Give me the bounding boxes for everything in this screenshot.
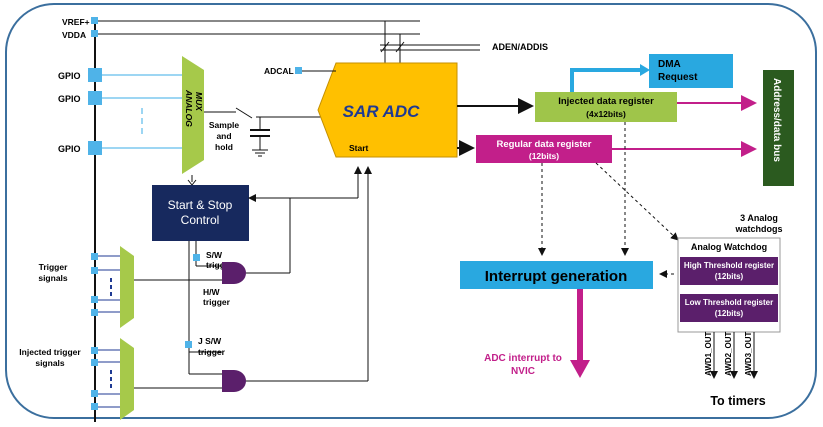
outer-border: [5, 3, 817, 419]
sar-adc-title: SAR ADC: [343, 102, 421, 121]
address-data-bus: [763, 70, 794, 186]
dma-request-box: [649, 54, 733, 88]
vdda-pin: [91, 30, 98, 37]
interrupt-generation-box: [460, 261, 653, 289]
awd3-out-label: AWD3_OUT: [744, 331, 753, 376]
gpio-pin-2: [88, 91, 102, 105]
regular-data-register-sub: (12bits): [529, 151, 559, 161]
awd1-out-label: AWD1_OUT: [704, 331, 713, 376]
trigger-mux: [120, 246, 134, 328]
adcal-label: ADCAL: [264, 66, 294, 76]
gpio-pin-3: [88, 141, 102, 155]
sar-start-label: Start: [349, 143, 369, 153]
high-threshold-register: [680, 257, 778, 285]
regular-data-register: [476, 135, 612, 163]
gpio-label-1: GPIO: [58, 71, 81, 81]
vref-label: VREF+: [62, 17, 90, 27]
gpio-label-2: GPIO: [58, 94, 81, 104]
awd-outputs: AWD1_OUT AWD2_OUT AWD3_OUT: [704, 331, 758, 379]
aden-label: ADEN/ADDIS: [492, 42, 548, 52]
adcal-pin: [295, 67, 302, 74]
jsw-trigger-pin: [185, 341, 192, 348]
gpio-label-3: GPIO: [58, 144, 81, 154]
analog-mux: [182, 56, 204, 174]
adc-interrupt-arrow: [570, 360, 590, 378]
sw-and-gate: [222, 262, 246, 284]
sar-adc-block: [317, 62, 458, 158]
low-threshold-label: Low Threshold register(12bits): [685, 298, 773, 318]
gpio-group: GPIO GPIO GPIO: [58, 68, 182, 155]
vref-pin: [91, 17, 98, 24]
gpio-pin-1: [88, 68, 102, 82]
injected-data-register-title: Injected data register: [558, 96, 654, 107]
address-data-bus-label: Address/data bus: [771, 78, 782, 162]
injected-data-register: [535, 92, 677, 122]
to-timers-label: To timers: [710, 394, 765, 408]
vdda-label: VDDA: [62, 30, 86, 40]
analog-mux-label: ANALOGMUX: [184, 89, 204, 127]
start-stop-control: [152, 185, 249, 241]
high-threshold-label: High Threshold register(12bits): [684, 261, 774, 281]
regular-data-register-title: Regular data register: [496, 139, 591, 150]
injected-trigger-mux: [120, 338, 134, 420]
injected-and-gate: [222, 370, 246, 392]
interrupt-generation-label: Interrupt generation: [485, 268, 628, 285]
sw-trigger-pin: [193, 254, 200, 261]
awd2-out-label: AWD2_OUT: [724, 331, 733, 376]
analog-watchdog-title: Analog Watchdog: [691, 242, 767, 252]
injected-data-register-sub: (4x12bits): [586, 109, 626, 119]
low-threshold-register: [680, 294, 778, 322]
